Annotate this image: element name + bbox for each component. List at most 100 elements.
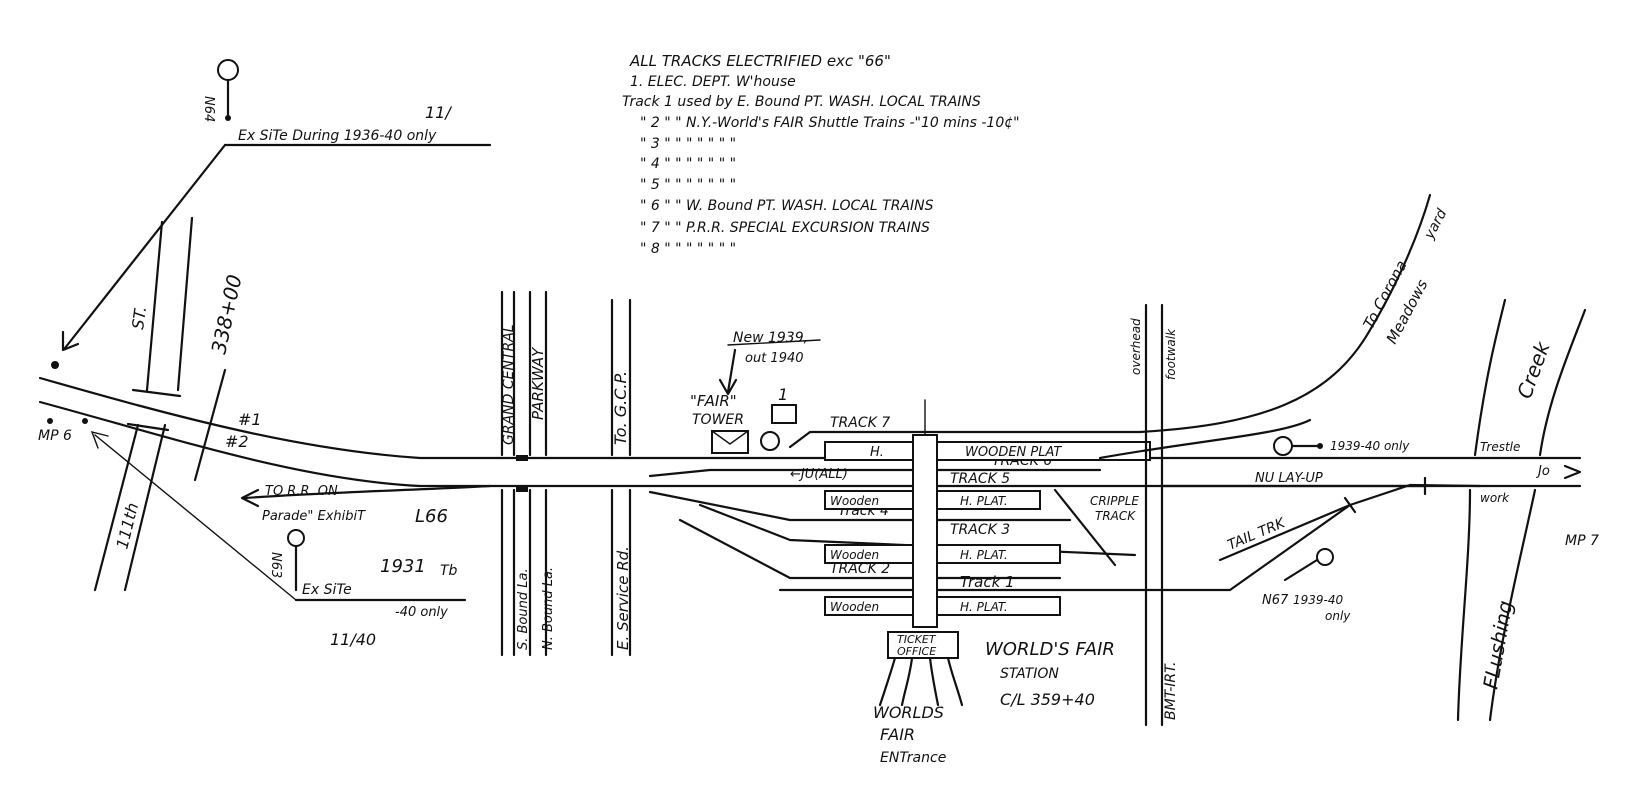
note-header: ALL TRACKS ELECTRIFIED exc "66" xyxy=(629,52,891,70)
label-eleven-top: 11/ xyxy=(425,103,452,122)
label-ex-site-bottom-years: -40 only xyxy=(395,605,448,620)
signal-n63: N63 Ex SiTe -40 only 1931 Tb 11/40 xyxy=(90,430,467,649)
note-track4: " 4 " " " " " " " xyxy=(640,156,736,172)
label-n67: N67 xyxy=(1262,593,1289,608)
label-s-bound: S. Bound La. xyxy=(516,568,531,650)
label-h-top: H. xyxy=(870,445,884,460)
label-wooden-3: Wooden xyxy=(830,548,879,562)
label-ex-site-top: Ex SiTe During 1936-40 only xyxy=(238,128,437,144)
bmt-irt-footwalk: overhead footwalk BMT-IRT. xyxy=(1129,303,1179,727)
label-cripple: CRIPPLE xyxy=(1090,494,1139,508)
elec-whouse xyxy=(771,404,797,424)
label-parkway: PARKWAY xyxy=(529,346,547,420)
label-overhead: overhead xyxy=(1129,318,1143,375)
signal-1939 xyxy=(1273,436,1293,456)
tower-building xyxy=(711,430,749,454)
signal-tower xyxy=(760,431,780,451)
label-ex-site-bottom: Ex SiTe xyxy=(302,582,352,598)
label-track-no1: #1 xyxy=(238,410,262,429)
label-entrance: ENTrance xyxy=(880,750,946,766)
parade-spur: TO R.R. ON Parade" ExhibiT L66 xyxy=(240,484,492,527)
corona-branch: To Corona Meadows yard 1939-40 only xyxy=(1098,193,1450,460)
label-station: STATION xyxy=(1000,666,1059,682)
note-elec: 1. ELEC. DEPT. W'house xyxy=(630,74,796,90)
label-mp7: MP 7 xyxy=(1565,533,1599,549)
note-track2: " 2 " " N.Y.-World's FAIR Shuttle Trains… xyxy=(640,115,1020,131)
label-out-1940: out 1940 xyxy=(745,351,804,366)
note-track8: " 8 " " " " " " " xyxy=(640,241,736,257)
label-one: 1 xyxy=(778,385,788,404)
label-worlds-fair-station: WORLD'S FAIR xyxy=(985,639,1115,660)
label-track3: TRACK 3 xyxy=(950,522,1010,538)
label-year-1931: 1931 xyxy=(380,556,426,577)
label-to-rr: TO R.R. ON xyxy=(265,484,338,499)
platform-top xyxy=(824,441,1151,461)
label-n-bound: N. Bound La. xyxy=(541,567,556,650)
e-service-road: To. G.C.P. E. Service Rd. xyxy=(610,298,632,657)
label-cripple-track: TRACK xyxy=(1095,509,1136,523)
note-track7: " 7 " " P.R.R. SPECIAL EXCURSION TRAINS xyxy=(640,220,930,236)
fair-tower: New 1939, out 1940 "FAIR" TOWER 1 xyxy=(690,330,821,454)
label-wooden-1: Wooden xyxy=(830,600,879,614)
label-jo: Jo xyxy=(1535,464,1550,479)
label-tower: TOWER xyxy=(692,412,744,428)
label-track2: TRACK 2 xyxy=(830,561,890,577)
label-parade-exhibit: Parade" ExhibiT xyxy=(262,509,366,524)
label-h-plat-4: H. PLAT. xyxy=(960,494,1008,508)
note-track3: " 3 " " " " " " " xyxy=(640,136,736,152)
label-l66: L66 xyxy=(415,506,448,527)
label-track1: Track 1 xyxy=(960,573,1015,591)
label-nu-lay-up: NU LAY-UP xyxy=(1255,471,1323,486)
station-walkway xyxy=(912,434,938,628)
label-fair: "FAIR" xyxy=(690,392,737,410)
label-worlds: WORLDS xyxy=(873,703,944,722)
platform-track3 xyxy=(824,544,1061,564)
label-office: OFFICE xyxy=(897,645,936,658)
label-fair: FAIR xyxy=(880,725,915,744)
label-bmt-irt: BMT-IRT. xyxy=(1163,662,1179,721)
label-track7: TRACK 7 xyxy=(830,415,890,431)
label-only-1939: 1939-40 only xyxy=(1330,439,1410,453)
label-creek: Creek xyxy=(1512,337,1555,401)
label-mp6: MP 6 xyxy=(38,428,72,444)
label-work: work xyxy=(1480,491,1510,505)
ticket-office: TICKET OFFICE WORLDS FAIR ENTrance xyxy=(873,631,964,766)
label-eleven-40: 11/40 xyxy=(330,630,376,649)
label-n67-years: 1939-40 xyxy=(1293,593,1344,607)
signal-n64-head xyxy=(217,59,239,81)
label-trestle: Trestle xyxy=(1480,440,1520,454)
platform-track1 xyxy=(824,596,1061,616)
street-111th: ST. 111th xyxy=(93,216,194,592)
note-track1: Track 1 used by E. Bound PT. WASH. LOCAL… xyxy=(622,94,981,110)
label-footwalk: footwalk xyxy=(1164,328,1178,380)
main-tracks: #1 #2 xyxy=(38,376,1582,488)
note-track5: " 5 " " " " " " " xyxy=(640,177,736,193)
grand-central-parkway: GRAND CENTRAL PARKWAY S. Bound La. N. Bo… xyxy=(500,290,556,657)
signal-n67 xyxy=(1316,548,1334,566)
label-flushing: FLushing xyxy=(1478,599,1517,691)
track-notes: ALL TRACKS ELECTRIFIED exc "66" 1. ELEC.… xyxy=(622,52,1020,257)
label-st: ST. xyxy=(128,305,150,331)
label-station-no: C/L 359+40 xyxy=(1000,690,1095,709)
label-track5: TRACK 5 xyxy=(950,471,1010,487)
label-juall: ←JU(ALL) xyxy=(790,467,848,482)
label-station-338: 338+00 xyxy=(206,272,246,356)
label-n64: N64 xyxy=(201,96,216,122)
label-to-gcp: To. G.C.P. xyxy=(611,371,630,445)
label-n67-only: only xyxy=(1325,609,1351,623)
flushing-creek: Creek FLushing Trestle work Jo xyxy=(1456,298,1587,722)
label-wooden-4: Wooden xyxy=(830,494,879,508)
label-grand-central: GRAND CENTRAL xyxy=(501,324,517,445)
note-track6: " 6 " " W. Bound PT. WASH. LOCAL TRAINS xyxy=(640,198,934,214)
label-track-no2: #2 xyxy=(225,432,249,451)
label-h-plat-1: H. PLAT. xyxy=(960,600,1008,614)
label-h-plat-3: H. PLAT. xyxy=(960,548,1008,562)
label-tb: Tb xyxy=(440,563,458,579)
label-ticket: TICKET xyxy=(897,633,937,646)
platforms: H. WOODEN PLAT Wooden H. PLAT. Wooden H.… xyxy=(824,399,1151,628)
label-e-service: E. Service Rd. xyxy=(614,546,632,650)
label-wooden-plat: WOODEN PLAT xyxy=(965,445,1062,460)
signal-n64: N64 Ex SiTe During 1936-40 only 11/ xyxy=(51,59,492,369)
label-n63: N63 xyxy=(268,552,283,578)
